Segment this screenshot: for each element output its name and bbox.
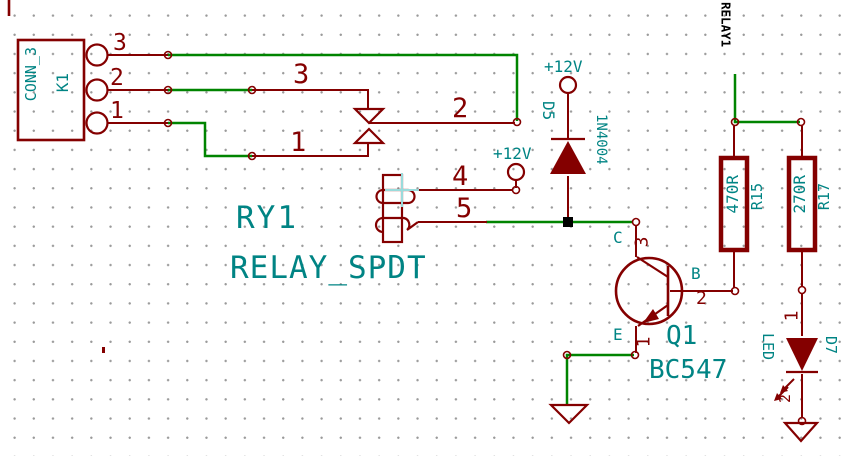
k1-value: CONN_3 [22, 47, 40, 102]
d7-pin1-number: 1 [781, 310, 803, 322]
d7-pin2-number: 2 [776, 393, 795, 404]
ground-emitter-icon[interactable] [548, 403, 590, 425]
q1-value: BC547 [649, 355, 728, 385]
led-d7-symbol[interactable] [774, 338, 818, 401]
relay-coil-symbol[interactable] [374, 173, 419, 244]
ground-led-icon[interactable] [782, 421, 820, 443]
power-12v-d5-label: +12V [544, 57, 583, 76]
editor-crosshair-cursor [385, 173, 419, 207]
ry1-pin3-number: 3 [293, 59, 310, 90]
d5-value: 1N4004 [593, 114, 609, 165]
relay-switch-symbol[interactable] [352, 107, 386, 145]
wires-green[interactable] [168, 53, 800, 404]
q1-ref: Q1 [666, 321, 698, 351]
ry1-value: RELAY_SPDT [230, 250, 427, 286]
transistor-q1-symbol[interactable] [614, 256, 684, 327]
k1-ref: K1 [53, 73, 72, 93]
power-12v-d5-icon[interactable] [558, 75, 578, 95]
ry1-pin2-number: 2 [452, 93, 469, 124]
power-12v-relay-icon[interactable] [506, 162, 526, 182]
r15-ref: R15 [748, 183, 766, 211]
k1-pin3-number: 3 [113, 30, 127, 56]
net-label-relay1[interactable]: RELAY1 [718, 2, 734, 48]
d5-ref: D5 [539, 101, 558, 121]
ry1-pin4-number: 4 [452, 161, 469, 192]
r15-value: 470R [723, 175, 742, 214]
ry1-ref: RY1 [236, 200, 298, 236]
connector-k1-symbol[interactable] [16, 38, 109, 142]
stray-mark [102, 347, 105, 353]
power-12v-relay-label: +12V [493, 144, 532, 163]
ry1-pin1-number: 1 [290, 127, 307, 158]
k1-pin1-number: 1 [110, 98, 124, 124]
diode-d5-symbol[interactable] [550, 137, 586, 174]
q1-base-letter: B [691, 264, 701, 283]
r17-ref: R17 [815, 183, 833, 211]
wire-endpoints [163, 50, 807, 426]
q1-collector-number: 3 [631, 236, 653, 248]
q1-collector-letter: C [613, 228, 623, 247]
r17-value: 270R [790, 175, 809, 214]
resistor-r15-symbol[interactable] [718, 155, 750, 253]
ry1-pin5-number: 5 [456, 193, 473, 224]
d7-ref: D7 [822, 336, 840, 355]
q1-emitter-number: 1 [633, 336, 655, 348]
d7-value: LED [759, 333, 777, 361]
resistor-r17-symbol[interactable] [786, 155, 818, 253]
q1-base-number: 2 [696, 288, 707, 309]
k1-pin2-number: 2 [110, 65, 124, 91]
q1-emitter-letter: E [613, 325, 623, 344]
wire-junction [563, 217, 573, 227]
wires-red[interactable] [108, 54, 803, 418]
